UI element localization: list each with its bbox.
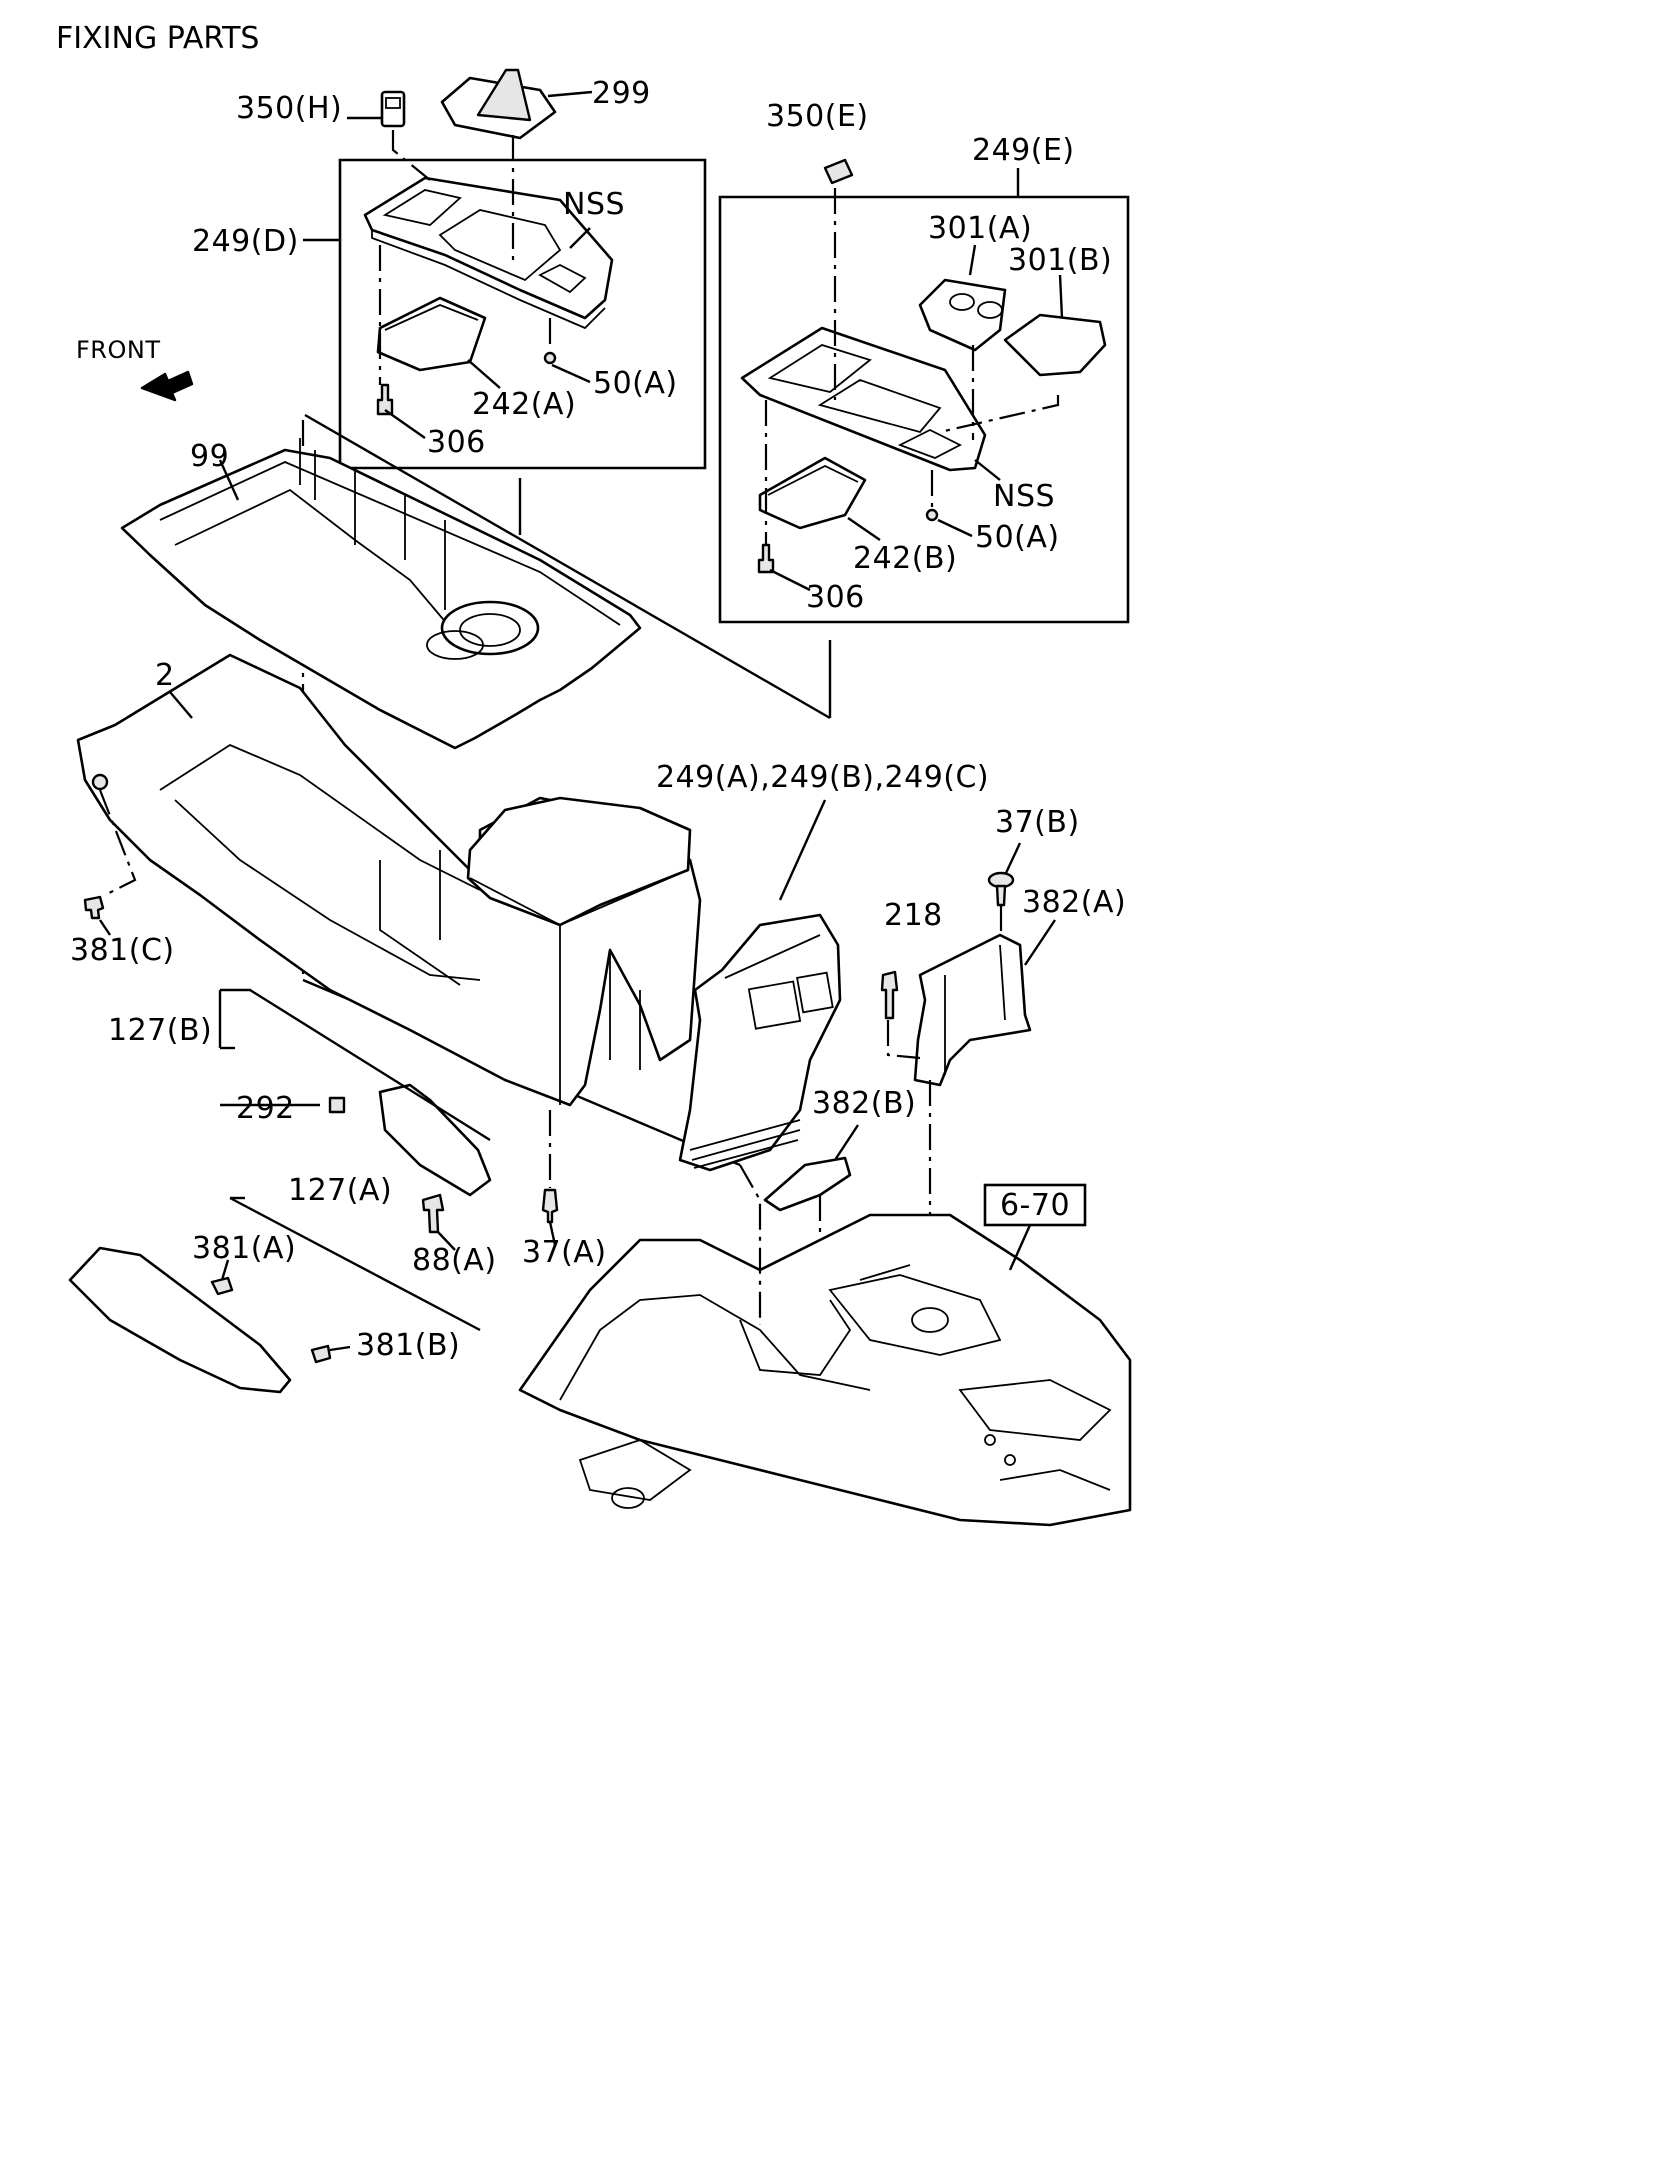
screw-37a (541, 1188, 559, 1224)
callout-nss-2: NSS (993, 479, 1055, 514)
parts-diagram: FIXING PARTS (56, 21, 1132, 1527)
callout-306-2: 306 (806, 580, 865, 615)
front-arrow-icon (140, 370, 194, 402)
callout-front: FRONT (76, 336, 160, 364)
callout-50a-2: 50(A) (975, 520, 1060, 555)
page-title: FIXING PARTS (56, 21, 259, 56)
callout-301a: 301(A) (928, 211, 1032, 246)
callout-37a: 37(A) (522, 1235, 607, 1270)
callout-50a-1: 50(A) (593, 366, 678, 401)
callout-382b: 382(B) (812, 1086, 916, 1121)
console-top-249d (363, 176, 614, 320)
callout-381a: 381(A) (192, 1231, 296, 1266)
clip-292 (328, 1096, 346, 1114)
rear-panel-249 (678, 913, 842, 1172)
screw-306-1 (376, 383, 394, 416)
nut-50a-2 (925, 508, 939, 522)
clip-350e (823, 158, 854, 185)
front-indicator (140, 370, 194, 402)
reference-box-label: 6-70 (1000, 1188, 1070, 1223)
clip-381a (210, 1276, 234, 1296)
callout-nss-1: NSS (563, 187, 625, 222)
trim-panel-99 (120, 448, 642, 750)
pocket-242b (758, 456, 867, 530)
callout-99: 99 (190, 439, 229, 474)
inset-249d (303, 68, 707, 470)
callout-382a: 382(A) (1022, 885, 1126, 920)
callout-37b: 37(B) (995, 805, 1080, 840)
callout-292: 292 (236, 1091, 295, 1126)
bracket-382b (763, 1156, 852, 1212)
callout-381b: 381(B) (356, 1328, 460, 1363)
floor-pan (518, 1164, 1132, 1527)
screw-381c (83, 895, 105, 920)
screw-88a (421, 1193, 445, 1234)
callout-350h: 350(H) (236, 91, 342, 126)
panel-127b (378, 1083, 492, 1197)
switch-350h (380, 90, 406, 128)
callout-249e: 249(E) (972, 133, 1075, 168)
lid-301b (1003, 313, 1107, 377)
cupholder-301a (918, 278, 1007, 352)
callout-381c: 381(C) (70, 933, 175, 968)
clip-381b (310, 1344, 332, 1364)
callout-127a: 127(A) (288, 1173, 392, 1208)
callout-301b: 301(B) (1008, 243, 1112, 278)
callout-2: 2 (155, 658, 175, 693)
callout-242b: 242(B) (853, 541, 957, 576)
console-top-249e (740, 326, 987, 472)
bolt-218 (880, 970, 899, 1020)
inset-249e (718, 158, 1130, 624)
callout-242a: 242(A) (472, 387, 576, 422)
callout-249abc: 249(A),249(B),249(C) (656, 760, 989, 795)
console-body-2 (76, 653, 702, 1107)
bracket-382a (913, 933, 1032, 1087)
callout-249d: 249(D) (192, 224, 299, 259)
callout-127b: 127(B) (108, 1013, 212, 1048)
callout-350e: 350(E) (766, 99, 869, 134)
floor-trim-127a (68, 1246, 292, 1394)
callout-306-1: 306 (427, 425, 486, 460)
callout-299: 299 (592, 76, 651, 111)
screw-306-2 (757, 543, 775, 574)
reference-box (983, 1183, 1087, 1227)
callout-218: 218 (884, 898, 943, 933)
nut-50a-1 (543, 351, 557, 365)
